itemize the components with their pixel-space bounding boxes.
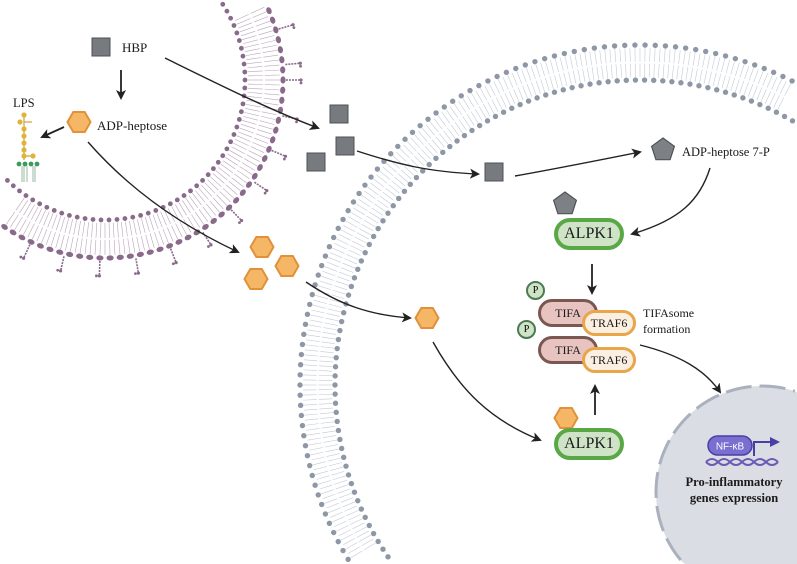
phosphate-icon: P	[526, 281, 545, 300]
adp-heptose-7p-pentagon-icon	[650, 137, 676, 161]
arrow-hbp-to-adpheptose7p	[514, 148, 642, 177]
host-cell-membrane	[297, 42, 796, 563]
genes-label-line2: genes expression	[690, 491, 778, 505]
arrow-adpheptose-to-alpk1-bottom	[432, 341, 542, 442]
adp-heptose-7p-label: ADP-heptose 7-P	[682, 145, 770, 159]
dna-strand-icon	[705, 458, 779, 466]
tifasome-label-line1: TIFAsome	[643, 306, 694, 320]
arrow-adpheptose-to-host	[87, 141, 240, 254]
hbp-square-icon	[306, 152, 326, 172]
adp-heptose-7p-molecules	[552, 137, 676, 215]
hbp-square-icon	[484, 162, 504, 182]
nfkb-protein: NF-κB	[707, 435, 753, 456]
adp-heptose-hexagon-icon	[66, 111, 92, 133]
arrow-adpheptose-into-cell	[305, 281, 412, 323]
tifasome-label-line2: formation	[643, 322, 690, 336]
alpk1-protein-bottom: ALPK1	[554, 428, 624, 460]
phosphate-icon: P	[517, 320, 536, 339]
hbp-molecules	[91, 37, 504, 182]
adp-heptose-hexagon-icon	[553, 407, 579, 429]
hbp-square-icon	[329, 104, 349, 124]
adp-heptose-hexagon-icon	[274, 255, 300, 277]
bacterial-membrane	[1, 1, 303, 278]
hbp-label: HBP	[122, 40, 147, 55]
arrow-adpheptose-to-lps	[40, 126, 65, 139]
adp-heptose-label: ADP-heptose	[97, 118, 167, 133]
pathway-arrows	[40, 57, 722, 442]
hbp-square-icon	[335, 136, 355, 156]
tifa-protein-2: TIFA	[538, 336, 598, 364]
arrow-tifasome-to-nucleus	[639, 344, 722, 394]
arrow-hbp-to-host	[164, 57, 320, 130]
nucleus	[654, 384, 797, 564]
nfkb-label: NF-κB	[716, 442, 745, 453]
arrow-adpheptose7p-to-alpk1	[630, 167, 711, 237]
genes-label-line1: Pro-inflammatory	[686, 475, 784, 489]
traf6-protein-1: TRAF6	[582, 310, 636, 336]
adp-heptose-hexagon-icon	[414, 307, 440, 329]
adp-heptose-hexagon-icon	[243, 268, 269, 290]
hbp-square-icon	[91, 37, 111, 57]
adp-heptose-7p-pentagon-icon	[552, 191, 578, 215]
alpk1-protein-top: ALPK1	[554, 218, 624, 250]
transcription-start-arrow-icon	[753, 437, 780, 456]
traf6-protein-2: TRAF6	[582, 347, 636, 373]
adp-heptose-hexagon-icon	[249, 236, 275, 258]
lps-icon	[16, 112, 40, 182]
lps-label: LPS	[13, 96, 35, 110]
arrow-hbp-into-cell	[356, 150, 480, 179]
